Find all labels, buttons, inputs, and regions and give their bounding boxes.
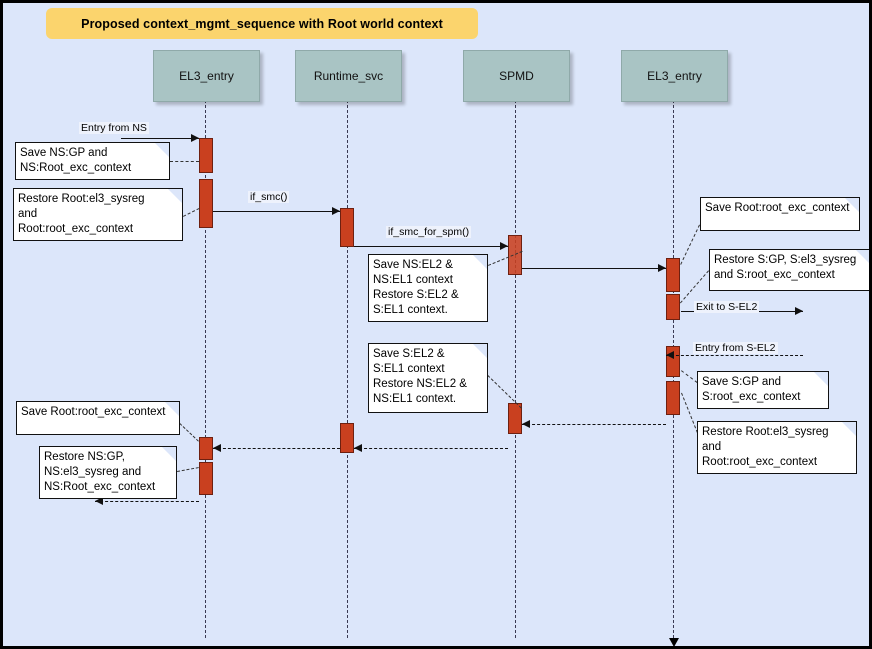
participant-label: Runtime_svc bbox=[313, 69, 384, 83]
message-label-if-smc: if_smc() bbox=[248, 191, 290, 203]
note-connector bbox=[170, 161, 199, 162]
note-save-ns-gp: Save NS:GP and NS:Root_exc_context bbox=[15, 142, 170, 180]
message-arrowhead-icon bbox=[658, 264, 666, 272]
message-arrowhead-icon bbox=[666, 351, 674, 359]
note-text: Restore Root:el3_sysreg and Root:root_ex… bbox=[702, 426, 829, 468]
activation-bar bbox=[340, 208, 354, 247]
message-line-spmd-to-runtime bbox=[354, 448, 508, 449]
note-text: Save S:GP and S:root_exc_context bbox=[702, 376, 801, 403]
activation-bar bbox=[199, 437, 213, 460]
note-connector bbox=[680, 224, 700, 265]
message-arrowhead-icon bbox=[522, 420, 530, 428]
note-text: Save S:EL2 & S:EL1 context Restore NS:EL… bbox=[373, 348, 467, 405]
message-arrowhead-icon bbox=[354, 444, 362, 452]
message-arrowhead-icon bbox=[191, 134, 199, 142]
note-fold-edge-icon bbox=[165, 402, 179, 416]
note-connector bbox=[681, 392, 698, 433]
message-line-if-smc bbox=[213, 211, 340, 212]
activation-bar bbox=[199, 462, 213, 495]
note-restore-root-1: Restore Root:el3_sysreg and Root:root_ex… bbox=[13, 188, 183, 241]
message-label-entry-from-ns: Entry from NS bbox=[79, 122, 149, 134]
participant-el3_entry_left[interactable]: EL3_entry bbox=[153, 50, 260, 102]
note-connector bbox=[179, 423, 199, 442]
message-label-exit-to-s-el2: Exit to S-EL2 bbox=[694, 301, 760, 313]
participant-runtime_svc[interactable]: Runtime_svc bbox=[295, 50, 402, 102]
note-restore-ns-gp: Restore NS:GP, NS:el3_sysreg and NS:Root… bbox=[39, 446, 177, 499]
message-label-if-smc-for-spm: if_smc_for_spm() bbox=[386, 226, 472, 238]
participant-el3_entry_right[interactable]: EL3_entry bbox=[621, 50, 728, 102]
message-arrowhead-icon bbox=[332, 207, 340, 215]
participant-label: SPMD bbox=[499, 69, 534, 83]
note-fold-edge-icon bbox=[814, 372, 828, 386]
note-connector bbox=[681, 370, 698, 383]
activation-bar bbox=[199, 179, 213, 228]
lifeline-ll-spmd bbox=[515, 100, 516, 638]
note-fold-edge-icon bbox=[168, 189, 182, 203]
note-save-s-gp: Save S:GP and S:root_exc_context bbox=[697, 371, 829, 409]
participant-label: EL3_entry bbox=[647, 69, 702, 83]
note-save-root-exc-2: Save Root:root_exc_context bbox=[16, 401, 180, 435]
page-title: Proposed context_mgmt_sequence with Root… bbox=[81, 16, 443, 31]
note-text: Save Root:root_exc_context bbox=[705, 202, 850, 214]
note-fold-edge-icon bbox=[845, 198, 859, 212]
message-line-el3-exit-left bbox=[95, 501, 199, 502]
note-text: Restore S:GP, S:el3_sysreg and S:root_ex… bbox=[714, 254, 857, 281]
diagram-title-banner: Proposed context_mgmt_sequence with Root… bbox=[46, 8, 478, 39]
note-restore-s-gp: Restore S:GP, S:el3_sysreg and S:root_ex… bbox=[709, 249, 869, 291]
message-arrowhead-icon bbox=[500, 242, 508, 250]
note-save-s-el2: Save S:EL2 & S:EL1 context Restore NS:EL… bbox=[368, 343, 488, 413]
note-text: Restore NS:GP, NS:el3_sysreg and NS:Root… bbox=[44, 451, 156, 493]
participant-spmd[interactable]: SPMD bbox=[463, 50, 570, 102]
lifeline-ll-el3-left bbox=[205, 100, 206, 638]
activation-bar bbox=[508, 235, 522, 275]
note-connector bbox=[177, 467, 200, 472]
activation-bar bbox=[508, 403, 522, 434]
note-text: Restore Root:el3_sysreg and Root:root_ex… bbox=[18, 193, 145, 235]
note-text: Save NS:EL2 & NS:EL1 context Restore S:E… bbox=[373, 259, 459, 316]
note-save-root-exc-1: Save Root:root_exc_context bbox=[700, 197, 860, 231]
message-line-runtime-to-el3 bbox=[213, 448, 340, 449]
note-connector bbox=[680, 270, 709, 303]
message-line-entry-from-ns bbox=[121, 138, 199, 139]
message-line-spmd-to-el3 bbox=[522, 268, 666, 269]
message-line-entry-from-s-el2 bbox=[666, 355, 803, 356]
note-fold-edge-icon bbox=[842, 422, 856, 436]
note-connector bbox=[487, 375, 522, 409]
message-arrowhead-icon bbox=[95, 497, 103, 505]
message-arrowhead-icon bbox=[213, 444, 221, 452]
message-label-entry-from-s-el2: Entry from S-EL2 bbox=[693, 342, 778, 354]
activation-bar bbox=[666, 258, 680, 292]
lifeline-ll-runtime bbox=[347, 100, 348, 638]
note-text: Save Root:root_exc_context bbox=[21, 406, 166, 418]
lifeline-end-arrow-icon bbox=[668, 638, 679, 646]
activation-bar bbox=[340, 423, 354, 453]
note-text: Save NS:GP and NS:Root_exc_context bbox=[20, 147, 132, 174]
note-fold-edge-icon bbox=[856, 250, 869, 264]
message-line-if-smc-for-spm bbox=[354, 246, 508, 247]
activation-bar bbox=[666, 381, 680, 415]
note-restore-root-2: Restore Root:el3_sysreg and Root:root_ex… bbox=[697, 421, 857, 474]
note-fold-edge-icon bbox=[155, 143, 169, 157]
activation-bar bbox=[666, 294, 680, 320]
activation-bar bbox=[199, 138, 213, 173]
note-fold-edge-icon bbox=[473, 255, 487, 269]
note-connector bbox=[183, 208, 200, 217]
message-arrowhead-icon bbox=[795, 307, 803, 315]
message-line-el3-to-spmd bbox=[522, 424, 666, 425]
participant-label: EL3_entry bbox=[179, 69, 234, 83]
note-fold-edge-icon bbox=[473, 344, 487, 358]
note-fold-edge-icon bbox=[162, 447, 176, 461]
note-save-ns-el2: Save NS:EL2 & NS:EL1 context Restore S:E… bbox=[368, 254, 488, 322]
